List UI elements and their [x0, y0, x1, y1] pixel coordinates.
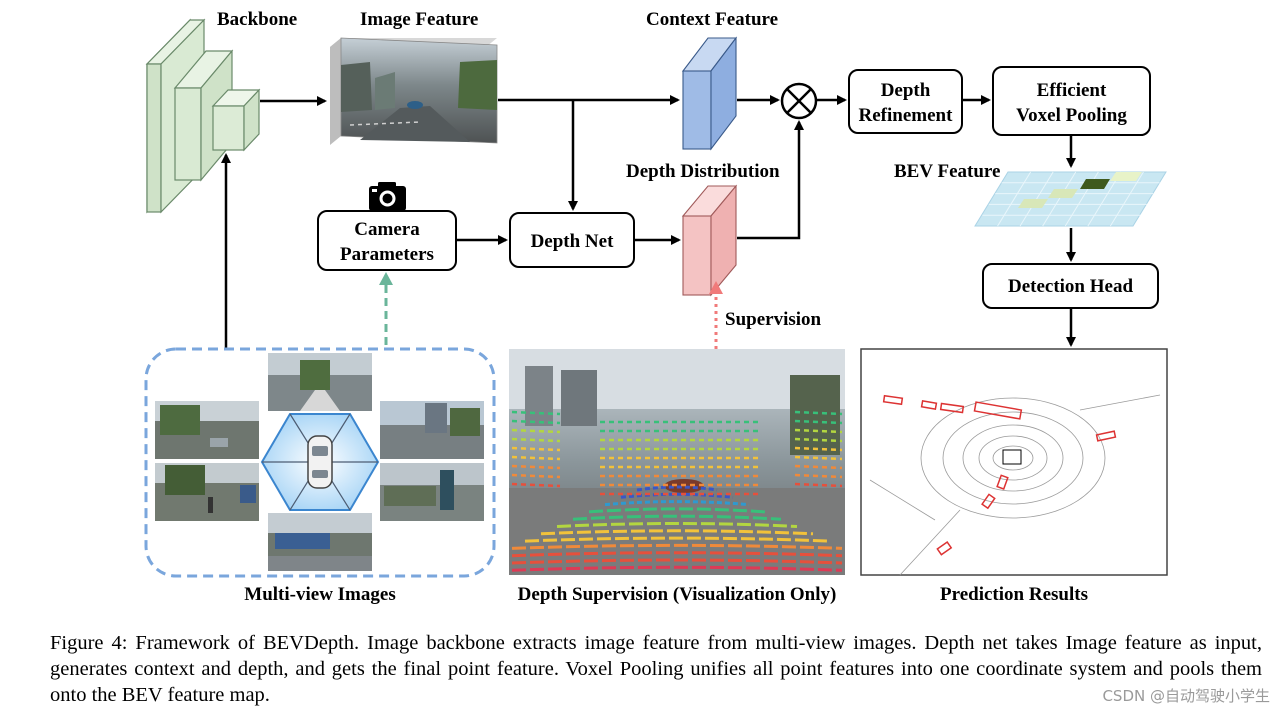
depth-supervision-label: Depth Supervision (Visualization Only) [518, 584, 837, 605]
view-back-left [155, 463, 259, 521]
context-feature-block [681, 36, 738, 151]
lidar-arc [588, 507, 766, 514]
depth-net-label: Depth Net [531, 231, 615, 252]
lidar-row [511, 464, 843, 478]
lidar-arc [636, 485, 718, 492]
lidar-arc [511, 558, 843, 565]
view-front-right [380, 401, 484, 459]
lidar-arc [556, 522, 798, 528]
lidar-arc [604, 500, 750, 507]
lidar-row [511, 446, 843, 460]
flow-arrows [221, 95, 1076, 349]
depth-distribution-block [681, 184, 738, 297]
watermark: CSDN @自动驾驶小学生 [1102, 687, 1270, 705]
depth-refinement-line1: Depth [881, 80, 931, 101]
voxel-pooling-line2: Voxel Pooling [1016, 105, 1127, 126]
image-feature-label: Image Feature [360, 9, 478, 30]
camera-icon [369, 182, 406, 211]
depth-refinement-box: Depth Refinement [848, 69, 963, 134]
image-feature-picture [330, 37, 498, 145]
lidar-arc [572, 514, 782, 521]
prediction-results-image [860, 348, 1168, 576]
figure-caption: Figure 4: Framework of BEVDepth. Image b… [50, 632, 1262, 706]
lidar-arc [511, 565, 843, 572]
lidar-arc [524, 536, 830, 543]
supervision-arrowhead [709, 281, 723, 294]
detection-boxes [882, 394, 1117, 556]
view-front [268, 353, 372, 411]
multi-view-images-panel [144, 347, 496, 578]
lidar-row [511, 410, 843, 424]
multi-view-images-label: Multi-view Images [244, 584, 395, 605]
lidar-row [511, 473, 843, 487]
lidar-row [511, 437, 843, 451]
lidar-row [511, 455, 843, 469]
camera-parameters-box: Camera Parameters [317, 210, 457, 271]
view-back-right [380, 463, 484, 521]
view-front-left [155, 401, 259, 459]
depth-refinement-line2: Refinement [859, 105, 954, 126]
lidar-arc [511, 543, 843, 550]
lidar-arc [540, 529, 814, 536]
lidar-arc [511, 551, 843, 558]
depth-supervision-image [509, 349, 845, 575]
voxel-pooling-box: Efficient Voxel Pooling [992, 66, 1151, 136]
lidar-points [511, 410, 843, 572]
context-feature-label: Context Feature [646, 9, 778, 30]
prediction-results-label: Prediction Results [940, 584, 1088, 605]
camera-link-arrowhead [379, 272, 393, 285]
backbone-label: Backbone [217, 9, 297, 30]
view-back [268, 513, 372, 571]
bevdepth-diagram: Backbone Image Feature Context Feature D… [144, 9, 1168, 605]
multiply-icon [780, 82, 818, 120]
bev-feature-grid [974, 171, 1167, 227]
car-icon [307, 435, 333, 489]
camera-parameters-line1: Camera [354, 219, 420, 240]
detection-head-label: Detection Head [1008, 276, 1133, 297]
supervision-label: Supervision [725, 309, 822, 330]
lidar-row [511, 428, 843, 442]
depth-distribution-label: Depth Distribution [626, 161, 780, 182]
camera-parameters-line2: Parameters [340, 244, 434, 265]
voxel-pooling-line1: Efficient [1037, 80, 1107, 101]
depth-net-box: Depth Net [509, 212, 635, 268]
lidar-row [511, 482, 843, 496]
lidar-row [511, 419, 843, 433]
backbone-block [145, 18, 261, 214]
bev-feature-label: BEV Feature [894, 161, 1000, 182]
detection-head-box: Detection Head [982, 263, 1159, 309]
